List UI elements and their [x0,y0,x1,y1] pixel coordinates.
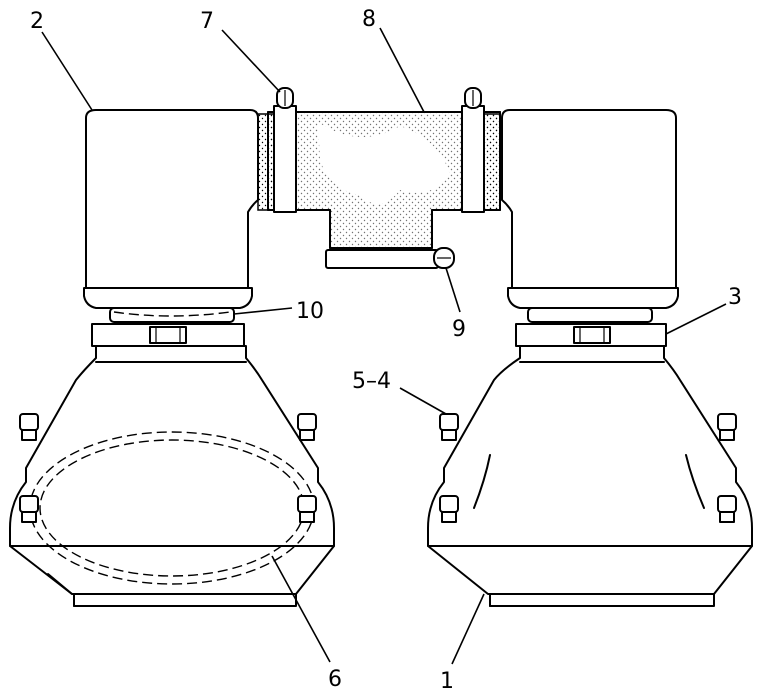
right-bolts [439,413,737,523]
left-hose-clamp [273,87,297,213]
callout-6: 6 [328,667,342,692]
right-hose-clamp [461,87,485,213]
callout-3: 3 [728,285,742,310]
callout-8: 8 [362,7,376,32]
rubber-tee-connector [267,111,501,249]
callout-1: 1 [440,669,454,694]
right-adapter-body [427,345,753,607]
callout-9: 9 [452,317,466,342]
left-housing [83,109,275,347]
callout-5-4: 5–4 [352,369,391,394]
left-adapter-body [9,345,335,607]
callout-2: 2 [30,9,44,34]
leader-lines [41,27,727,665]
lower-hose-clamp [325,247,455,269]
callout-labels: 2 7 8 10 9 3 5–4 6 1 [30,7,742,694]
callout-10: 10 [296,299,324,324]
left-bolts [19,413,317,523]
right-housing [483,109,679,347]
callout-7: 7 [200,9,214,34]
